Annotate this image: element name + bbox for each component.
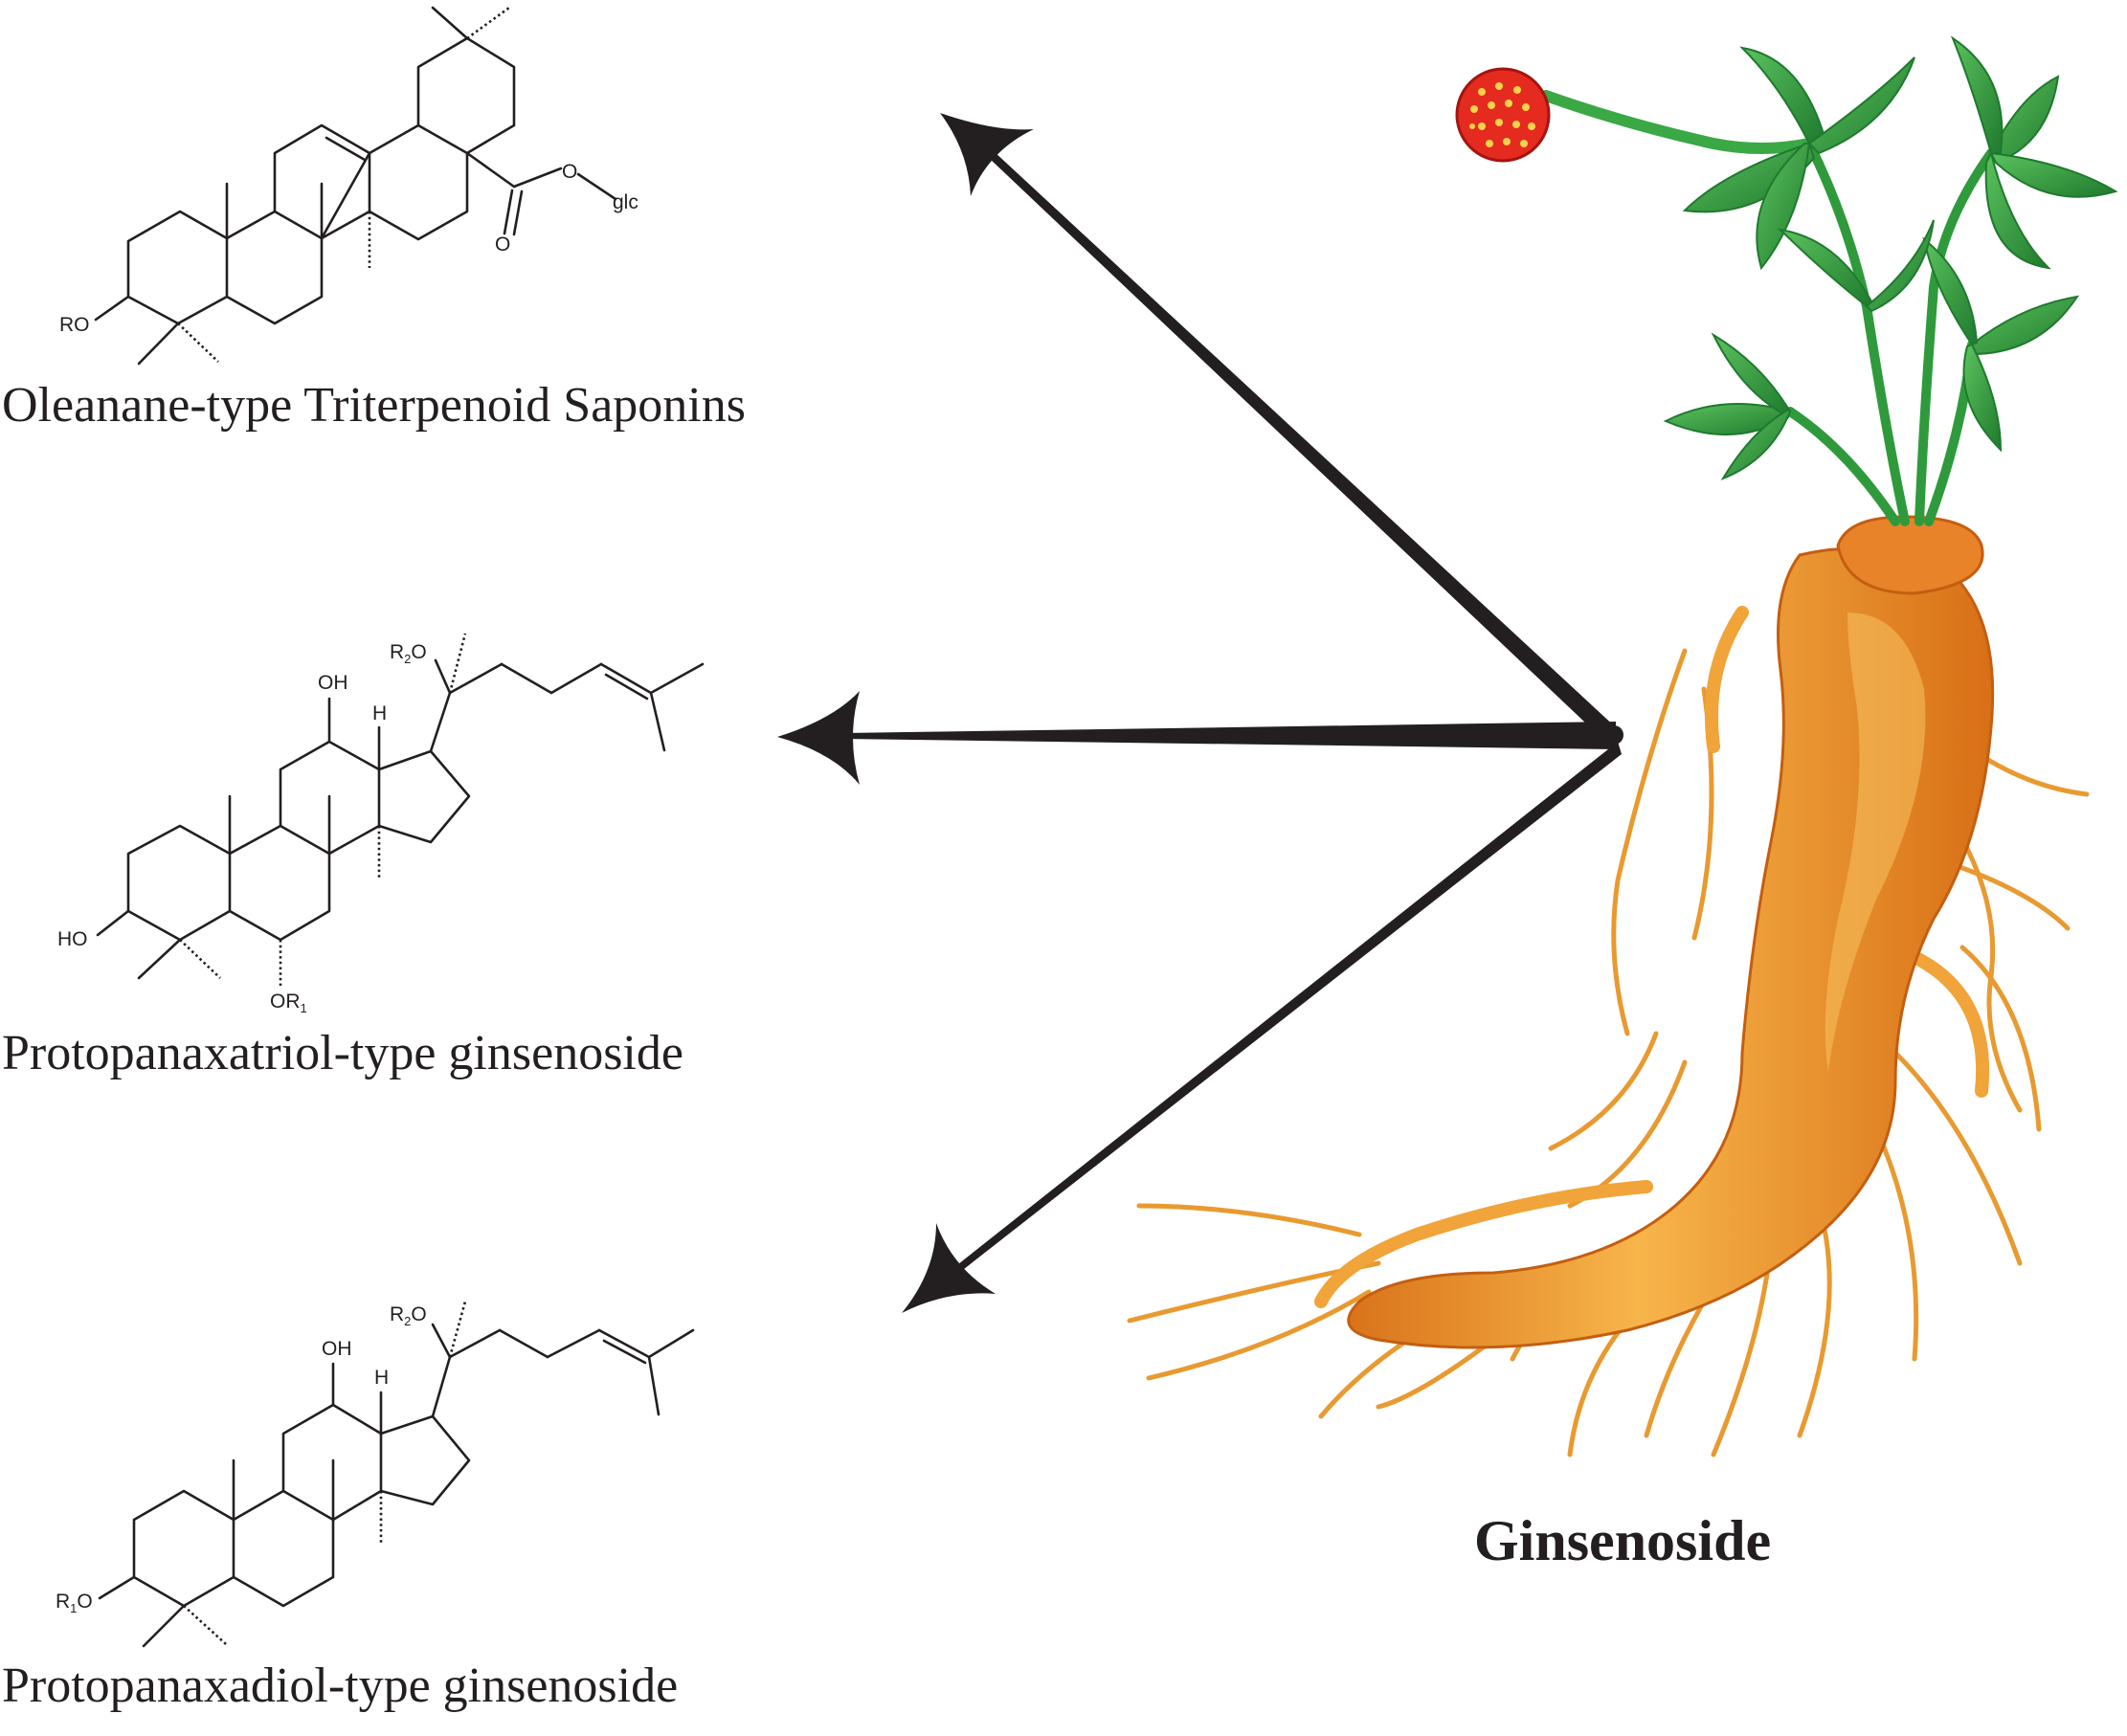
oleanane-caption: Oleanane-type Triterpenoid Saponins [2, 378, 746, 433]
protopanaxatriol-structure: R2O OH H HO OR1 [57, 633, 705, 1015]
ginseng-berry [1455, 67, 1551, 163]
arrow-to-oleanane [989, 151, 1618, 741]
atom-h: H [372, 702, 387, 724]
arrow-head-middle [777, 691, 860, 785]
atom-glc: glc [613, 191, 638, 213]
arrow-head-lower [902, 1223, 996, 1313]
atom-carbonyl-oxygen: O [495, 234, 510, 256]
arrow-head-upper [940, 113, 1034, 196]
arrows [777, 113, 1623, 1313]
ginseng-plant-illustration [1127, 35, 2118, 1458]
atom-oh: OH [322, 1338, 352, 1360]
atom-ho: HO [57, 928, 88, 950]
atom-r1o: R1O [56, 1591, 93, 1615]
ginsenoside-title: Ginsenoside [1474, 1509, 1771, 1572]
protopanaxadiol-caption: Protopanaxadiol-type ginsenoside [2, 1658, 678, 1713]
protopanaxadiol-structure: R2O OH H R1O [56, 1301, 695, 1648]
oleanane-structure: RO O O glc [59, 6, 638, 366]
arrow-to-protopanaxatriol [842, 722, 1616, 749]
arrow-to-protopanaxadiol [953, 742, 1622, 1273]
atom-or1: OR1 [270, 990, 307, 1015]
atom-r2o: R2O [390, 1303, 427, 1328]
protopanaxatriol-caption: Protopanaxatriol-type ginsenoside [2, 1026, 683, 1080]
atom-h: H [374, 1367, 389, 1389]
atom-ester-oxygen: O [562, 161, 577, 183]
atom-oh: OH [318, 672, 348, 694]
ginseng-root [1347, 546, 1995, 1349]
atom-ro: RO [59, 314, 90, 336]
atom-r2o: R2O [390, 641, 427, 666]
